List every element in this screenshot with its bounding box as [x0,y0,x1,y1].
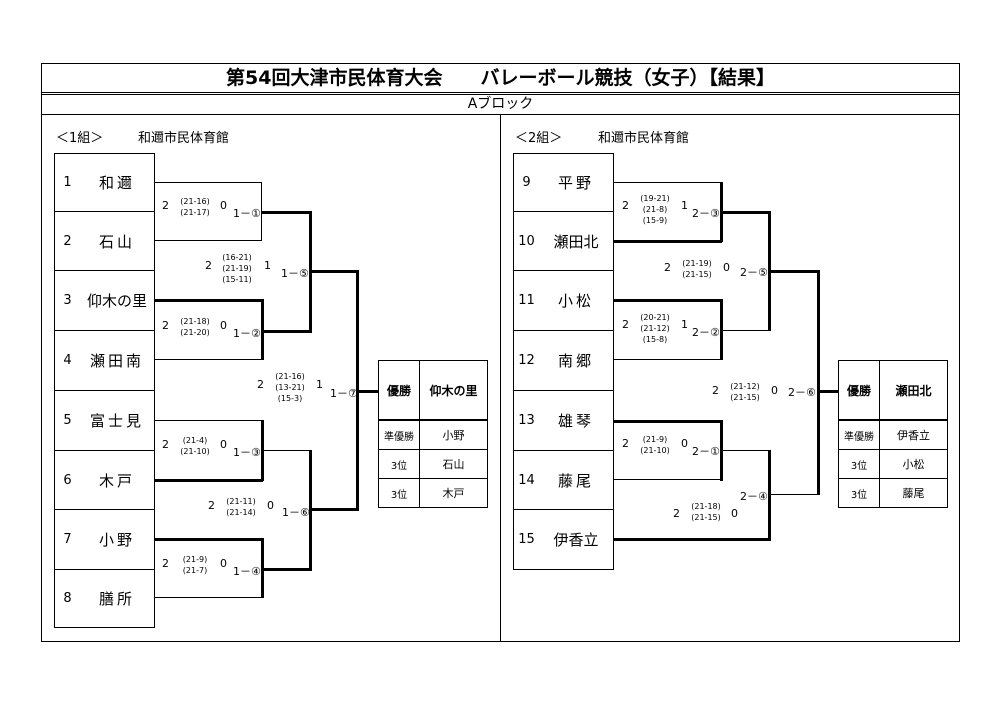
match-label: 1－② [233,327,261,340]
group-divider [500,115,501,642]
team-name: 藤尾 [557,471,594,490]
match-label: 1－⑤ [281,267,309,280]
match-label: 1－③ [233,446,261,459]
team-name: 小松 [557,292,594,310]
match-label: 2－④ [740,490,768,503]
result-row: 3位木戸 [378,478,488,508]
group2-label: ＜2組＞ [515,131,563,146]
set-scores: (21-9) (21-7) [182,555,208,575]
set-scores: (20-21) (21-12) (15-8) [640,313,670,344]
team-name: 石山 [98,232,135,251]
team-name: 膳所 [98,590,135,608]
team-name: 南郷 [557,352,594,370]
team-name: 木戸 [98,471,135,490]
set-scores: (21-9) (21-10) [640,435,670,455]
page-title: 第54回大津市民体育大会 バレーボール競技（女子）【結果】 [41,63,960,93]
result-row: 準優勝小野 [378,420,488,450]
match-label: 2－⑤ [740,266,768,279]
group2-venue: 和邇市民体育館 [598,131,690,146]
team-name: 瀬田北 [553,232,599,251]
team-name: 和邇 [98,174,135,192]
team-name: 富士見 [89,412,144,430]
result-row: 3位小松 [838,449,948,479]
match-label: 2－② [692,326,720,339]
team-name: 雄琴 [557,412,594,430]
result-row: 3位藤尾 [838,478,948,508]
match-label: 1－① [233,207,261,220]
set-scores: (21-11) (21-14) [226,497,256,517]
result-row: 準優勝伊香立 [838,420,948,450]
match-label: 2－③ [692,207,720,220]
set-scores: (21-19) (21-15) [682,259,712,279]
set-scores: (21-16) (21-17) [180,197,210,217]
results-table-group1: 優勝仰木の里 準優勝小野 3位石山 3位木戸 [378,360,488,508]
results-table-group2: 優勝瀬田北 準優勝伊香立 3位小松 3位藤尾 [838,360,948,508]
set-scores: (16-21) (21-19) (15-11) [222,253,252,284]
set-scores: (21-18) (21-15) [691,502,721,522]
result-row: 3位石山 [378,449,488,479]
group1-venue: 和邇市民体育館 [138,131,230,146]
match-label: 2－① [692,445,720,458]
set-scores: (21-16) (13-21) (15-3) [275,372,305,403]
result-row-champion: 優勝瀬田北 [838,360,948,420]
team-name: 瀬田南 [89,352,144,370]
team-name: 仰木の里 [86,292,147,310]
team-name: 小野 [98,531,135,549]
result-row-champion: 優勝仰木の里 [378,360,488,420]
set-scores: (19-21) (21-8) (15-9) [640,194,670,225]
match-label: 1－⑦ [330,387,358,400]
match-label: 2－⑥ [788,386,816,399]
team-name: 伊香立 [553,531,599,549]
match-label: 1－④ [233,565,261,578]
set-scores: (21-18) (21-20) [180,317,210,337]
team-name: 平野 [557,174,594,192]
group1-label: ＜1組＞ [56,131,104,146]
set-scores: (21-4) (21-10) [180,436,210,456]
block-label: Aブロック [41,94,960,115]
match-label: 1－⑥ [282,506,310,519]
set-scores: (21-12) (21-15) [730,382,760,402]
